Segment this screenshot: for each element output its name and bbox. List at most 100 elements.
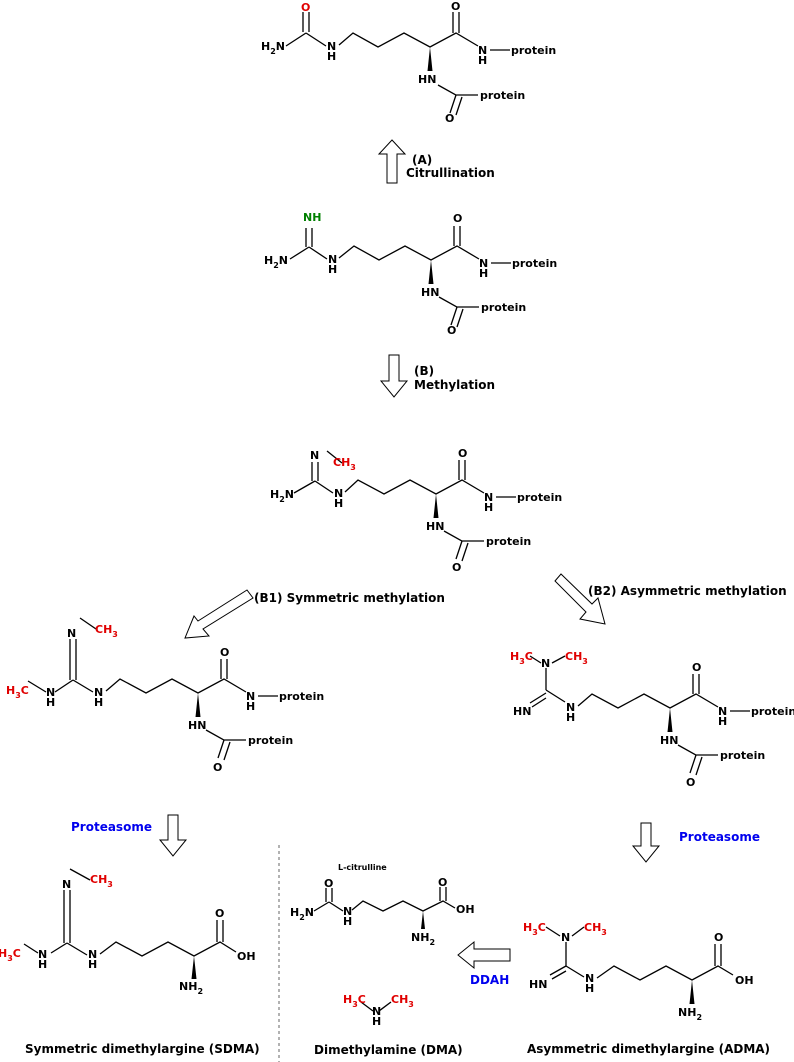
svg-text:NH2: NH2 [411, 931, 435, 947]
hollow-block-arrow [377, 139, 407, 184]
svg-text:H: H [88, 958, 97, 971]
svg-text:O: O [452, 561, 461, 574]
step-a-letter: (A) [412, 153, 432, 167]
svg-text:N: N [372, 1005, 381, 1018]
structure-l-citrulline: O H2N N H O OH NH2 [290, 876, 475, 947]
svg-text:H3C: H3C [343, 993, 366, 1009]
svg-text:H: H [478, 54, 487, 67]
svg-text:O: O [220, 646, 229, 659]
svg-text:CH3: CH3 [565, 650, 588, 666]
sdma-name: Symmetric dimethylargine (SDMA) [25, 1042, 260, 1056]
hollow-block-arrow [631, 822, 661, 863]
svg-text:protein: protein [486, 535, 531, 548]
svg-text:NH2: NH2 [678, 1006, 702, 1022]
svg-text:N: N [478, 44, 487, 57]
hollow-block-arrow [554, 573, 606, 625]
svg-text:N: N [566, 701, 575, 714]
svg-text:H2N: H2N [290, 906, 314, 922]
hollow-block-arrow [379, 354, 409, 398]
svg-text:H: H [343, 915, 352, 928]
step-a-name: Citrullination [406, 166, 495, 180]
hollow-block-arrow [184, 589, 254, 639]
svg-text:O: O [714, 931, 723, 944]
svg-text:CH3: CH3 [95, 623, 118, 639]
svg-text:O: O [447, 324, 456, 337]
svg-text:O: O [458, 447, 467, 460]
hollow-block-arrow [457, 940, 511, 970]
svg-text:H3C: H3C [6, 684, 29, 700]
svg-text:O: O [692, 661, 701, 674]
svg-text:H: H [327, 50, 336, 63]
svg-text:HN: HN [660, 734, 678, 747]
svg-text:O: O [445, 112, 454, 125]
svg-text:O: O [451, 0, 460, 13]
svg-text:CH3: CH3 [333, 456, 356, 472]
svg-text:OH: OH [735, 974, 754, 987]
svg-text:N: N [67, 627, 76, 640]
proteasome-right-label: Proteasome [679, 830, 760, 844]
hollow-block-arrow [158, 814, 188, 857]
svg-text:H3C: H3C [0, 947, 21, 963]
svg-text:O: O [324, 877, 333, 890]
svg-text:H: H [328, 263, 337, 276]
svg-text:NH2: NH2 [179, 980, 203, 996]
svg-text:N: N [343, 905, 352, 918]
svg-text:H2N: H2N [264, 254, 288, 270]
svg-text:CH3: CH3 [391, 993, 414, 1009]
structure-dma: H3C N H CH3 [343, 993, 414, 1028]
svg-text:N: N [484, 491, 493, 504]
svg-text:N: N [310, 449, 319, 462]
svg-text:H3C: H3C [510, 650, 533, 666]
svg-text:H2N: H2N [261, 40, 285, 56]
svg-text:protein: protein [511, 44, 556, 57]
svg-text:H: H [94, 696, 103, 709]
structure-monomethylarginine: N CH3 H2N N H O N H protein HN O protein [270, 447, 562, 574]
svg-text:H: H [38, 958, 47, 971]
step-b2-label: (B2) Asymmetric methylation [588, 584, 787, 598]
svg-text:N: N [46, 686, 55, 699]
svg-text:H: H [246, 700, 255, 713]
structure-peptidyl-citrulline: O H2N N H O N H protein HN O protein [261, 0, 556, 125]
svg-text:H: H [334, 497, 343, 510]
svg-text:O: O [213, 761, 222, 774]
svg-text:protein: protein [481, 301, 526, 314]
structure-sdma: N CH3 H3C N H N H O OH NH2 [0, 868, 256, 996]
svg-text:H: H [718, 715, 727, 728]
svg-text:N: N [62, 878, 71, 891]
svg-text:H: H [479, 267, 488, 280]
svg-text:HN: HN [188, 719, 206, 732]
svg-text:O: O [301, 1, 310, 14]
adma-name: Asymmetric dimethylargine (ADMA) [527, 1042, 770, 1056]
step-b-name: Methylation [414, 378, 495, 392]
svg-text:H: H [372, 1015, 381, 1028]
svg-text:N: N [585, 972, 594, 985]
proteasome-left-label: Proteasome [71, 820, 152, 834]
svg-text:H: H [585, 982, 594, 995]
svg-text:N: N [541, 657, 550, 670]
dma-name: Dimethylamine (DMA) [314, 1043, 463, 1057]
svg-text:N: N [479, 257, 488, 270]
svg-text:H: H [46, 696, 55, 709]
svg-text:protein: protein [720, 749, 765, 762]
structure-peptidyl-sdma: N CH3 H3C N H N H O N H protein HN O pro… [6, 617, 324, 774]
svg-text:OH: OH [237, 950, 256, 963]
ddah-label: DDAH [470, 973, 509, 987]
svg-text:N: N [94, 686, 103, 699]
structure-peptidyl-arginine: NH H2N N H O N H protein HN O protein [264, 211, 557, 337]
structure-peptidyl-adma: H3C N CH3 HN N H O N H protein HN O prot… [510, 650, 794, 789]
svg-text:protein: protein [751, 705, 794, 718]
svg-text:NH: NH [303, 211, 321, 224]
step-b-letter: (B) [414, 364, 434, 378]
svg-text:protein: protein [480, 89, 525, 102]
svg-text:O: O [438, 876, 447, 889]
svg-text:protein: protein [512, 257, 557, 270]
svg-text:CH3: CH3 [584, 921, 607, 937]
svg-text:H: H [566, 711, 575, 724]
svg-text:H3C: H3C [523, 921, 546, 937]
svg-text:N: N [327, 40, 336, 53]
svg-text:protein: protein [279, 690, 324, 703]
structure-adma: H3C N CH3 HN N H O OH NH2 [523, 921, 754, 1022]
svg-text:HN: HN [513, 705, 531, 718]
svg-text:O: O [686, 776, 695, 789]
